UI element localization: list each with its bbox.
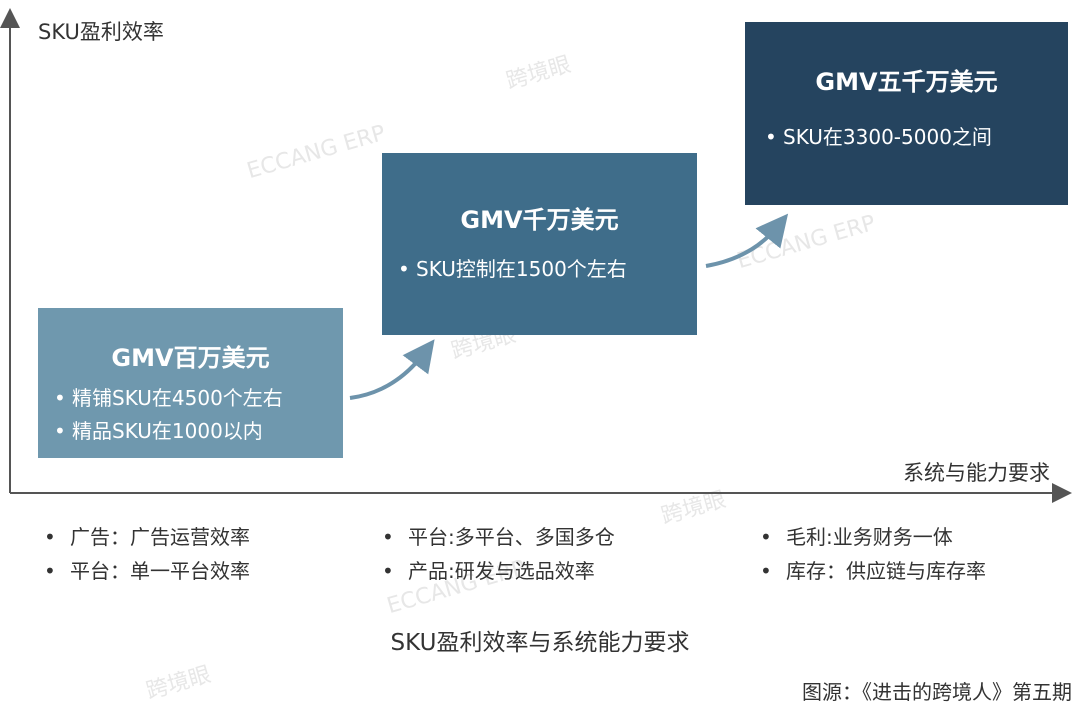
requirements-list-stage-1: 广告：广告运营效率 平台：单一平台效率 bbox=[44, 520, 250, 588]
requirements-list-stage-2: 平台:多平台、多国多仓 产品:研发与选品效率 bbox=[382, 520, 615, 588]
stage-box-gmv-ten-million: GMV千万美元 SKU控制在1500个左右 bbox=[382, 153, 697, 335]
stage-bullet-list: SKU控制在1500个左右 bbox=[398, 253, 689, 286]
stage-box-gmv-million: GMV百万美元 精铺SKU在4500个左右 精品SKU在1000以内 bbox=[38, 308, 343, 458]
stage-title: GMV五千万美元 bbox=[815, 68, 998, 96]
requirement-item: 毛利:业务财务一体 bbox=[760, 520, 986, 554]
x-axis-label: 系统与能力要求 bbox=[903, 461, 1050, 485]
stage-bullet-list: 精铺SKU在4500个左右 精品SKU在1000以内 bbox=[54, 382, 335, 448]
stage-bullet: SKU在3300-5000之间 bbox=[765, 121, 1060, 154]
requirement-item: 平台：单一平台效率 bbox=[44, 554, 250, 588]
stage-title: GMV百万美元 bbox=[111, 344, 270, 372]
stage-bullet-list: SKU在3300-5000之间 bbox=[765, 121, 1060, 154]
stage-bullet: 精品SKU在1000以内 bbox=[54, 415, 335, 448]
stage-bullet: 精铺SKU在4500个左右 bbox=[54, 382, 335, 415]
requirement-item: 广告：广告运营效率 bbox=[44, 520, 250, 554]
image-source: 图源：《进击的跨境人》第五期 bbox=[802, 680, 1072, 704]
stage-box-gmv-fifty-million: GMV五千万美元 SKU在3300-5000之间 bbox=[745, 22, 1068, 205]
stage-arrow-1 bbox=[349, 339, 435, 400]
requirement-item: 平台:多平台、多国多仓 bbox=[382, 520, 615, 554]
requirement-item: 产品:研发与选品效率 bbox=[382, 554, 615, 588]
y-axis-label: SKU盈利效率 bbox=[38, 20, 164, 44]
requirement-item: 库存：供应链与库存率 bbox=[760, 554, 986, 588]
requirements-list-stage-3: 毛利:业务财务一体 库存：供应链与库存率 bbox=[760, 520, 986, 588]
stage-bullet: SKU控制在1500个左右 bbox=[398, 253, 689, 286]
stage-arrow-2 bbox=[705, 213, 789, 268]
diagram-caption: SKU盈利效率与系统能力要求 bbox=[390, 630, 690, 656]
stage-title: GMV千万美元 bbox=[460, 206, 619, 234]
